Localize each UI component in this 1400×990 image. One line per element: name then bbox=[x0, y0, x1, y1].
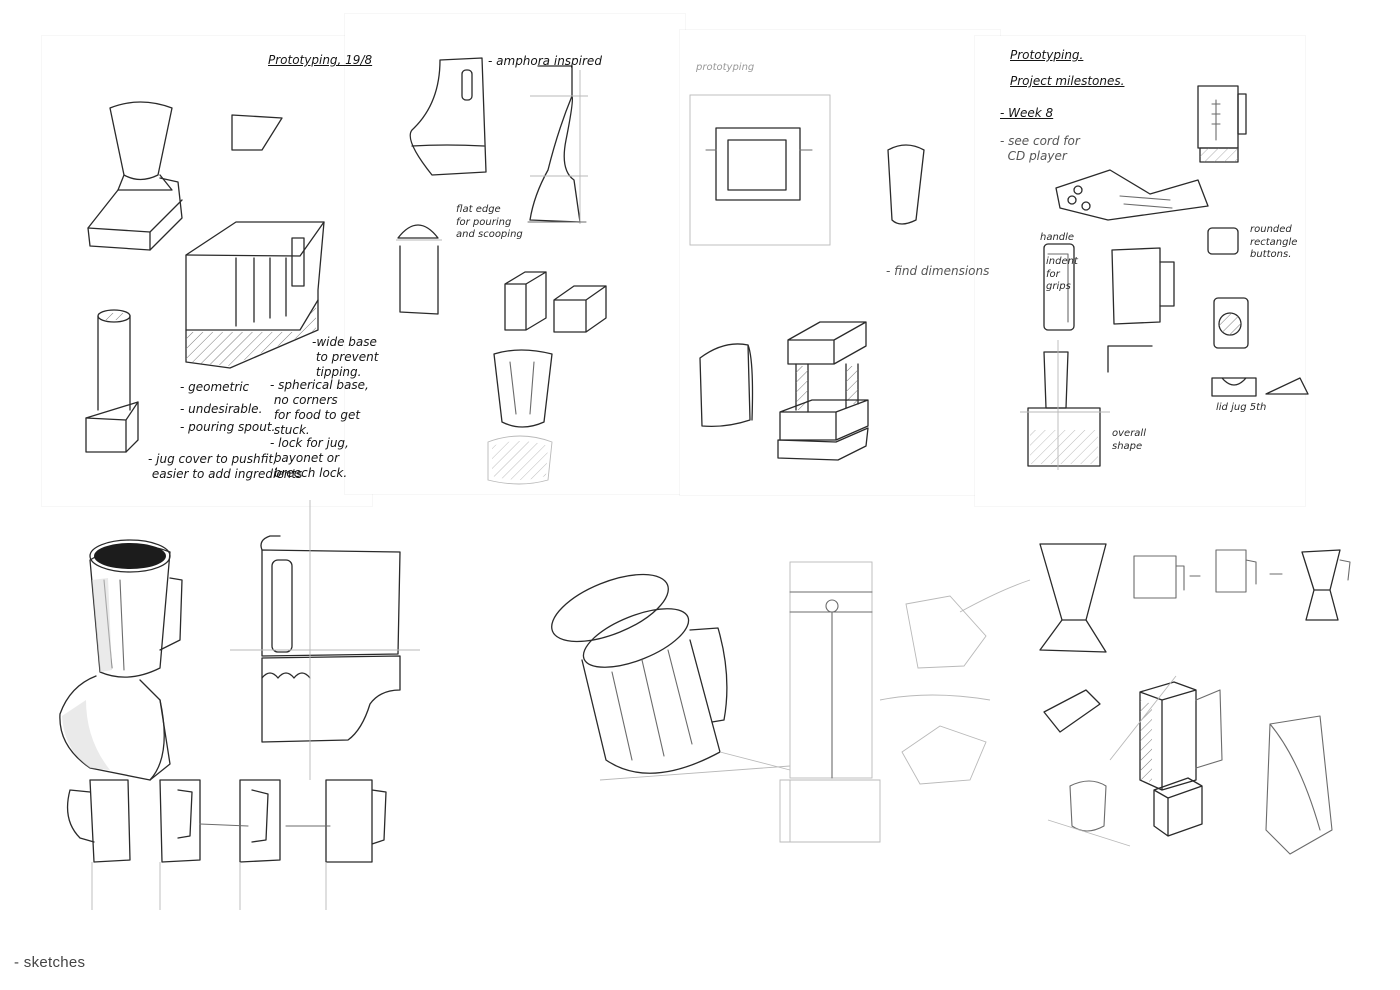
jug-sequence-sketches bbox=[1039, 543, 1351, 653]
sheet4-note-rounded-buttons: rounded rectangle buttons. bbox=[1250, 224, 1298, 260]
tall-elevation-drawing bbox=[779, 561, 881, 843]
sheet1-box-sketch bbox=[185, 221, 325, 369]
sheet1-note-spherical-base: - spherical base, no corners for food to… bbox=[270, 378, 369, 437]
sheet2-note-amphora: - amphora inspired bbox=[488, 54, 602, 68]
sheet4-base-sketch bbox=[1020, 340, 1110, 470]
sketch-sheet-4 bbox=[975, 36, 1305, 506]
sheet2-note-flat-edge: flat edge for pouring and scooping bbox=[456, 204, 523, 240]
sheet1-note-pouring-spout: - pouring spout. bbox=[180, 420, 276, 434]
sheet1-blender-sketch bbox=[87, 101, 183, 251]
sheet1-note-undesirable: - undesirable. bbox=[180, 402, 263, 416]
sheet4-subtitle: Project milestones. bbox=[1010, 74, 1125, 88]
sheet3-title: prototyping bbox=[696, 62, 755, 73]
sheet1-note-wide-base: -wide base to prevent tipping. bbox=[312, 335, 379, 379]
tilted-jug-drawing bbox=[551, 573, 791, 781]
sheet4-jug-sketch bbox=[1107, 247, 1175, 373]
sheet2-amphora-jug bbox=[409, 57, 487, 176]
sheet3-stand-sketch bbox=[777, 321, 869, 461]
sheet4-cd-player-sketch bbox=[1055, 169, 1209, 221]
sheet4-small-parts bbox=[1211, 377, 1309, 397]
sheet1-note-lock: - lock for jug, bayonet or breech lock. bbox=[270, 436, 349, 480]
sheet4-note-lid-jug: lid jug 5th bbox=[1216, 402, 1267, 413]
sketch-sheet-2 bbox=[345, 14, 685, 494]
sheet4-tall-jug bbox=[1197, 85, 1247, 163]
sketch-sheet-3 bbox=[680, 30, 1000, 495]
sheet4-note-week8: - Week 8 bbox=[1000, 106, 1054, 120]
sheet4-note-see-cord: - see cord for CD player bbox=[1000, 134, 1080, 163]
sheet1-note-geometric: - geometric bbox=[180, 380, 250, 394]
sheet1-cylinder-sketch bbox=[85, 309, 139, 453]
blender-perspective-drawing bbox=[1043, 675, 1333, 855]
sheet3-cylinder-sketch bbox=[887, 144, 925, 225]
sheet1-wedge-sketch bbox=[231, 114, 283, 151]
sheet2-side-profile bbox=[527, 65, 588, 224]
sheet3-block-sketch bbox=[699, 343, 754, 428]
jug-grip-variations bbox=[66, 779, 387, 910]
sketch-sheet-1 bbox=[42, 36, 372, 506]
sheet1-note-jug-cover: - jug cover to pushfit, easier to add in… bbox=[148, 452, 303, 481]
sheet4-note-overall-shape: overall shape bbox=[1112, 428, 1146, 452]
sheet2-cube-sketches bbox=[504, 271, 607, 333]
sheet3-frame-sketch bbox=[689, 94, 831, 246]
sheet4-note-indent: indent for grips bbox=[1046, 256, 1078, 292]
sheet2-cup-sketch bbox=[487, 349, 553, 485]
sheet1-title: Prototyping, 19/8 bbox=[268, 53, 373, 67]
page-caption: - sketches bbox=[14, 954, 86, 971]
sheet4-button-sketches bbox=[1207, 227, 1249, 349]
sheet4-handle-sketch bbox=[1043, 243, 1075, 331]
blender-elevation-drawing bbox=[230, 500, 420, 780]
sheet4-note-handle: handle bbox=[1040, 232, 1075, 243]
sheet2-dome-sketch bbox=[396, 224, 442, 315]
shaded-blender-drawing bbox=[59, 539, 183, 781]
sheet4-title: Prototyping. bbox=[1010, 48, 1084, 62]
faint-perspective-sketches bbox=[879, 579, 1031, 785]
sheet3-note-find-dimensions: - find dimensions bbox=[886, 264, 990, 278]
